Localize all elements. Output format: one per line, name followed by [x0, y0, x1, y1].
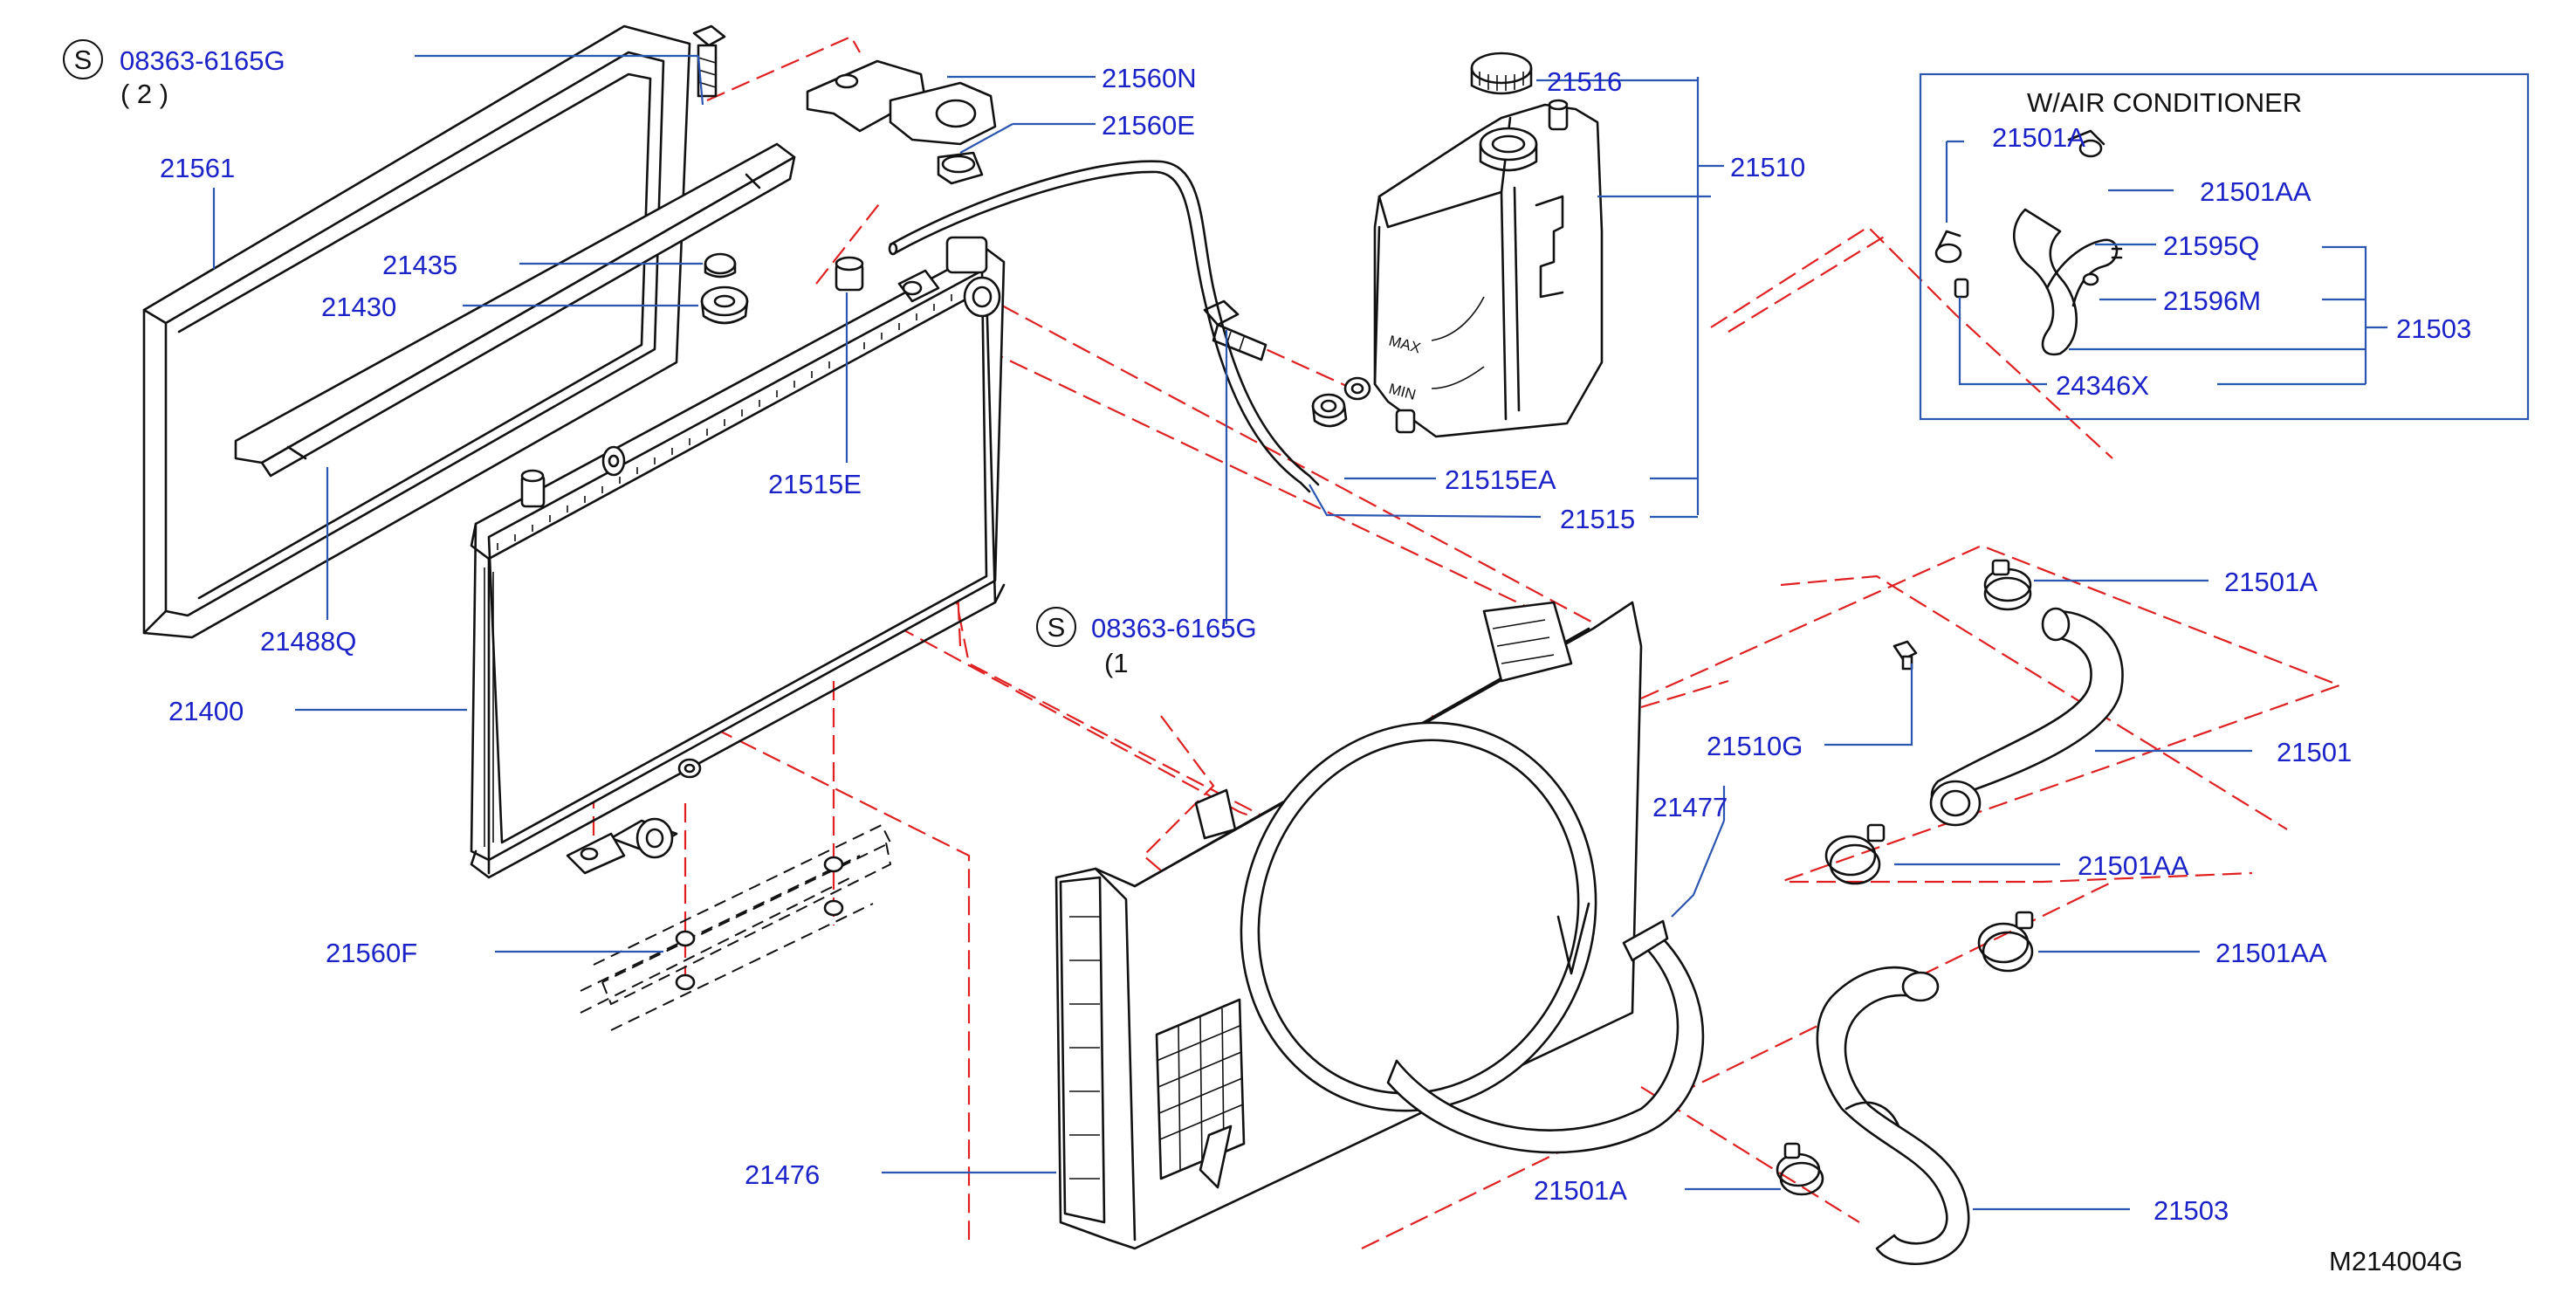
grommet-21515EA[interactable] — [1311, 393, 1348, 428]
label-21560F[interactable]: 21560F — [326, 938, 417, 968]
lower-bracket-21560F[interactable] — [580, 823, 892, 1031]
assembly-guide-lines — [592, 35, 2343, 1249]
inset-label-21596M[interactable]: 21596M — [2163, 285, 2261, 316]
radiator-assembly[interactable] — [470, 236, 1006, 879]
bolt-part-number[interactable]: 08363-6165G — [120, 45, 285, 76]
bolt-21510G[interactable] — [1893, 640, 1918, 671]
inset-label-21595Q[interactable]: 21595Q — [2163, 230, 2259, 261]
radiator-core-frame[interactable] — [142, 24, 691, 639]
top-bolt[interactable] — [692, 24, 726, 98]
label-21515[interactable]: 21515 — [1560, 504, 1635, 534]
bolt-quantity: (1 — [1104, 648, 1129, 678]
rubber-cap-21435[interactable] — [704, 252, 737, 279]
inset-label-21501A[interactable]: 21501A — [1992, 122, 2085, 153]
label-21501A[interactable]: 21501A — [1534, 1175, 1627, 1206]
label-21510G[interactable]: 21510G — [1707, 731, 1803, 761]
inset-label-21501AA[interactable]: 21501AA — [2200, 176, 2312, 207]
radiator-fin-ticks — [497, 294, 952, 550]
label-21430[interactable]: 21430 — [321, 292, 396, 322]
service-symbol: S — [74, 45, 93, 75]
bolt-part-number[interactable]: 08363-6165G — [1091, 613, 1257, 643]
clamp-21501A-upper[interactable] — [1983, 559, 2032, 611]
service-symbol-circle — [63, 39, 103, 79]
label-21400[interactable]: 21400 — [168, 696, 244, 726]
label-21510[interactable]: 21510 — [1730, 152, 1805, 182]
label-21560E[interactable]: 21560E — [1102, 110, 1195, 141]
inset-label-21503[interactable]: 21503 — [2396, 313, 2471, 344]
service-symbol-circle — [1036, 607, 1076, 647]
label-21503[interactable]: 21503 — [2154, 1195, 2229, 1226]
ac-inset-box — [1919, 72, 2530, 421]
label-21435[interactable]: 21435 — [382, 250, 457, 280]
label-21501[interactable]: 21501 — [2277, 737, 2352, 767]
radiator-upper-strap[interactable] — [234, 142, 796, 478]
lower-hose[interactable] — [1816, 966, 1970, 1265]
leader-lines — [212, 54, 2387, 1211]
label-21476[interactable]: 21476 — [745, 1159, 820, 1190]
bolt-top-callout: S 08363-6165G ( 2 ) — [63, 39, 285, 109]
label-21560N[interactable]: 21560N — [1102, 63, 1197, 93]
label-21501A[interactable]: 21501A — [2224, 567, 2318, 597]
label-21501AA[interactable]: 21501AA — [2215, 938, 2327, 968]
reservoir-tank[interactable]: MAX MIN — [1343, 99, 1604, 438]
inset-label-24346X[interactable]: 24346X — [2056, 370, 2149, 401]
label-21515E[interactable]: 21515E — [768, 469, 862, 499]
mid-bolt[interactable] — [1203, 299, 1267, 361]
upper-mount-bracket[interactable] — [806, 59, 997, 185]
bolt-mid-callout: S 08363-6165G (1 — [1036, 607, 1257, 678]
label-21516[interactable]: 21516 — [1547, 66, 1622, 97]
radiator-side-fins — [484, 567, 494, 847]
bolt-quantity: ( 2 ) — [120, 79, 168, 109]
service-symbol: S — [1048, 612, 1066, 643]
reservoir-cap[interactable] — [1470, 52, 1533, 95]
clamp-21501AA-a[interactable] — [1824, 823, 1886, 885]
overflow-hose[interactable] — [888, 160, 1320, 493]
inset-title: W/AIR CONDITIONER — [2027, 87, 2302, 118]
grommet-21430[interactable] — [700, 285, 749, 325]
label-21477[interactable]: 21477 — [1652, 792, 1728, 822]
part-number-labels: 21560N 21560E 21516 21510 21561 21435 21… — [160, 63, 2352, 1226]
label-21515EA[interactable]: 21515EA — [1445, 464, 1556, 495]
lower-shroud[interactable] — [1386, 902, 1705, 1154]
clamp-21501AA-b[interactable] — [1977, 911, 2034, 973]
label-21501AA[interactable]: 21501AA — [2078, 850, 2189, 881]
ac-inset-labels: W/AIR CONDITIONER 21501A 21501AA 21595Q … — [1992, 87, 2471, 401]
diagram-code: M214004G — [2329, 1246, 2463, 1276]
label-21561[interactable]: 21561 — [160, 153, 235, 183]
fan-shroud[interactable] — [1054, 601, 1650, 1250]
label-21488Q[interactable]: 21488Q — [260, 626, 356, 657]
clamp-21501A-lower[interactable] — [1776, 1142, 1824, 1196]
upper-hose[interactable] — [1929, 607, 2124, 827]
